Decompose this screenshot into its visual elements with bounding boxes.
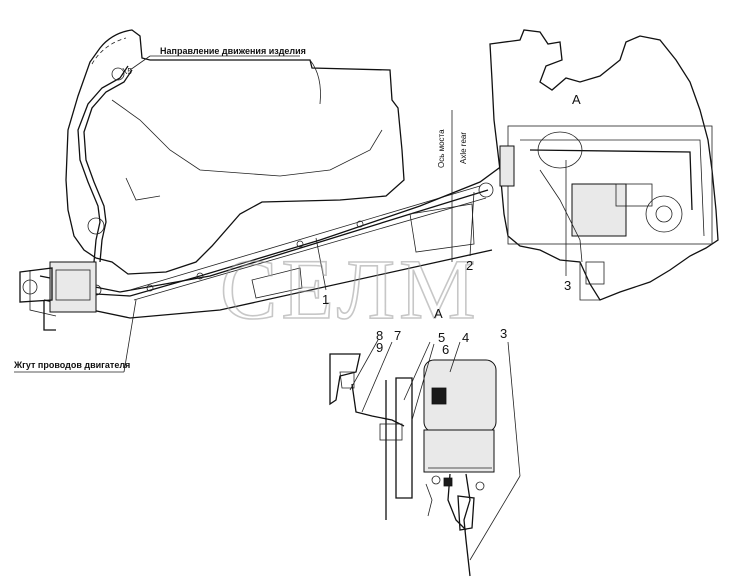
callout-6: 6: [442, 342, 449, 357]
view-a-marker-detail: А: [434, 306, 443, 321]
callout-9: 9: [376, 340, 383, 355]
watermark-text: СЕЛМ: [220, 241, 480, 337]
callout-1: 1: [322, 292, 329, 307]
cab-body-outline: [65, 29, 405, 275]
axle-label-ru: Ось моста: [437, 129, 446, 168]
harness-rail-route: [95, 159, 511, 297]
callout-3-bottom: 3: [500, 326, 507, 341]
callout-7: 7: [394, 328, 401, 343]
callout-4: 4: [462, 330, 469, 345]
rear-assembly: [489, 29, 719, 301]
axle-label-en: Axle rear: [459, 132, 468, 164]
callout-3-top: 3: [564, 278, 571, 293]
leader-lines: [14, 55, 567, 561]
detail-view-a: [329, 353, 497, 577]
left-bracket: [19, 261, 97, 331]
connector-x5-label: X5: [122, 67, 132, 76]
callout-8: 8: [376, 328, 383, 343]
callout-2: 2: [466, 258, 473, 273]
callout-5: 5: [438, 330, 445, 345]
harness-label: Жгут проводов двигателя: [13, 360, 130, 370]
view-a-marker-top: А: [572, 92, 581, 107]
direction-label: Направление движения изделия: [160, 46, 306, 56]
